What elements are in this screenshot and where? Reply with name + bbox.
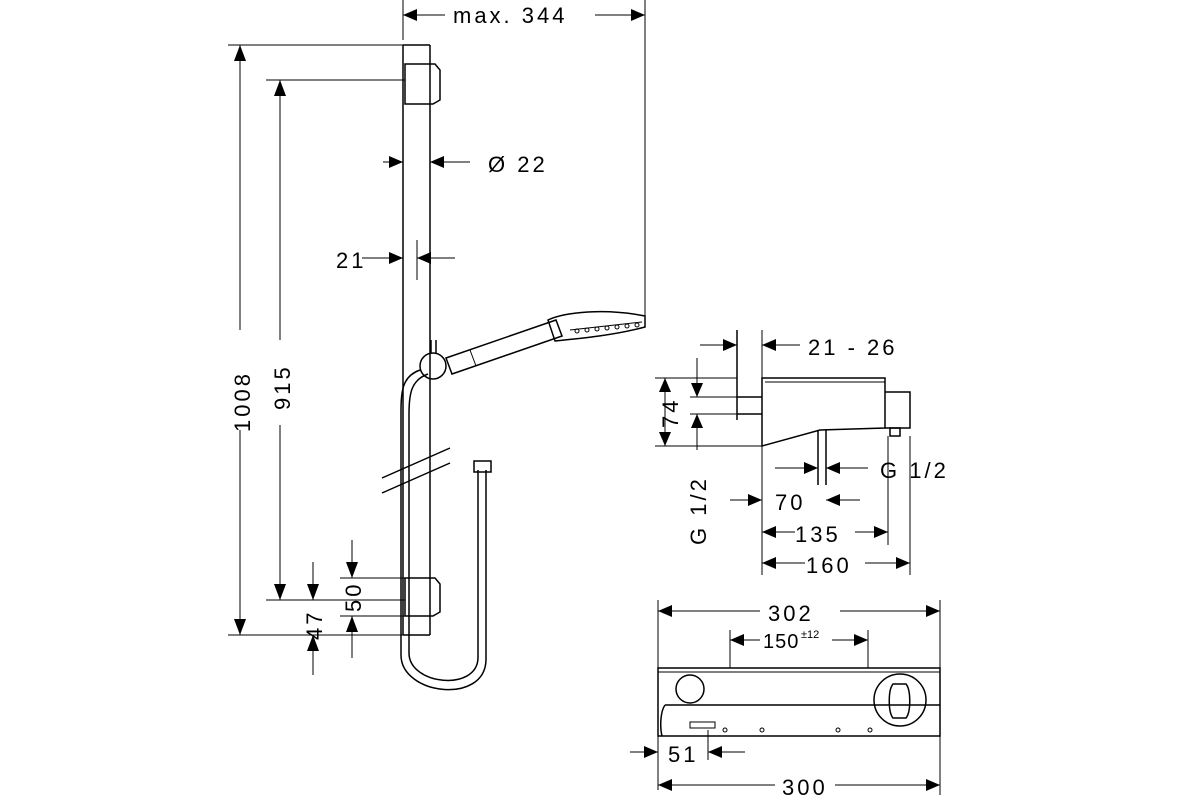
width-300-label: 300 <box>782 775 828 800</box>
top-wall-bracket <box>404 63 441 105</box>
thermostat-outlet <box>885 391 911 429</box>
dimension-wall-offset: 21 <box>336 240 455 280</box>
slider-pin <box>430 340 437 353</box>
dimension-bottom-47: 47 <box>300 562 340 675</box>
dimension-width-51: 51 <box>630 730 745 790</box>
width-135-label: 135 <box>795 522 841 547</box>
shower-hose <box>400 369 487 691</box>
dimension-wall-range: 21 - 26 <box>700 330 898 378</box>
dimension-width-135: 135 <box>762 436 889 547</box>
wall-range-label: 21 - 26 <box>808 335 898 360</box>
width-51-label: 51 <box>668 742 698 767</box>
width-70-label: 70 <box>775 490 805 515</box>
slider-knob <box>419 352 447 380</box>
dimension-bottom-50: 50 <box>340 540 405 658</box>
dimension-inlet-left: G 1/2 <box>686 358 737 545</box>
bottom-50-label: 50 <box>341 582 366 612</box>
hand-shower-head <box>547 310 646 342</box>
dimension-rail-diameter: Ø 22 <box>383 152 548 177</box>
centers-tolerance-label: ±12 <box>801 629 819 641</box>
thermostat-bottom-outlet <box>817 430 827 485</box>
dimension-depth-74: 74 <box>655 377 762 447</box>
hand-shower-handle <box>445 319 563 375</box>
thermostat-side-view: 21 - 26 74 G 1/2 G 1/2 70 <box>655 330 949 578</box>
rail-length-label: 915 <box>270 364 295 410</box>
temperature-knob-grip <box>888 683 911 719</box>
hand-shower-handle-inner <box>469 349 477 367</box>
inlet-left-label: G 1/2 <box>686 476 711 545</box>
thermostat-body-side <box>761 377 886 447</box>
thermostat-body-front <box>660 704 940 737</box>
rail-diameter-label: Ø 22 <box>488 152 548 177</box>
dimension-width-300: 300 <box>658 736 941 800</box>
bottom-47-label: 47 <box>302 610 327 640</box>
dimension-width-160: 160 <box>762 436 911 578</box>
width-160-label: 160 <box>806 553 852 578</box>
dimension-width-302: 302 <box>657 600 941 668</box>
dimension-width-70: 70 <box>730 446 860 575</box>
wall-offset-label: 21 <box>336 248 366 273</box>
thermostat-front-view: 302 150 ±12 51 300 <box>630 600 941 800</box>
total-height-label: 1008 <box>230 371 255 432</box>
thermostat-inlet <box>737 396 762 415</box>
dimension-max-reach: max. 344 <box>402 0 646 316</box>
depth-74-label: 74 <box>658 398 683 428</box>
centers-base-label: 150 <box>763 631 799 653</box>
dimension-inlet-right: G 1/2 <box>775 458 949 483</box>
flow-control-button <box>675 674 705 704</box>
dimension-total-height: 1008 <box>228 44 403 636</box>
rail-break-marks <box>381 447 451 494</box>
dimension-rail-length: 915 <box>266 79 405 601</box>
inlet-right-label: G 1/2 <box>880 458 949 483</box>
thermostat-base-detail <box>689 721 716 729</box>
shower-rail-set: max. 344 Ø 22 21 1008 915 <box>228 0 646 691</box>
width-302-label: 302 <box>768 601 814 626</box>
bottom-wall-bracket <box>404 577 441 617</box>
thermostat-outlet-fitting <box>889 427 901 437</box>
temperature-knob <box>873 673 927 727</box>
hose-connector <box>473 460 492 473</box>
dimension-centers: 150 ±12 <box>729 629 869 668</box>
shower-rail <box>402 44 431 636</box>
max-reach-label: max. 344 <box>453 3 568 28</box>
